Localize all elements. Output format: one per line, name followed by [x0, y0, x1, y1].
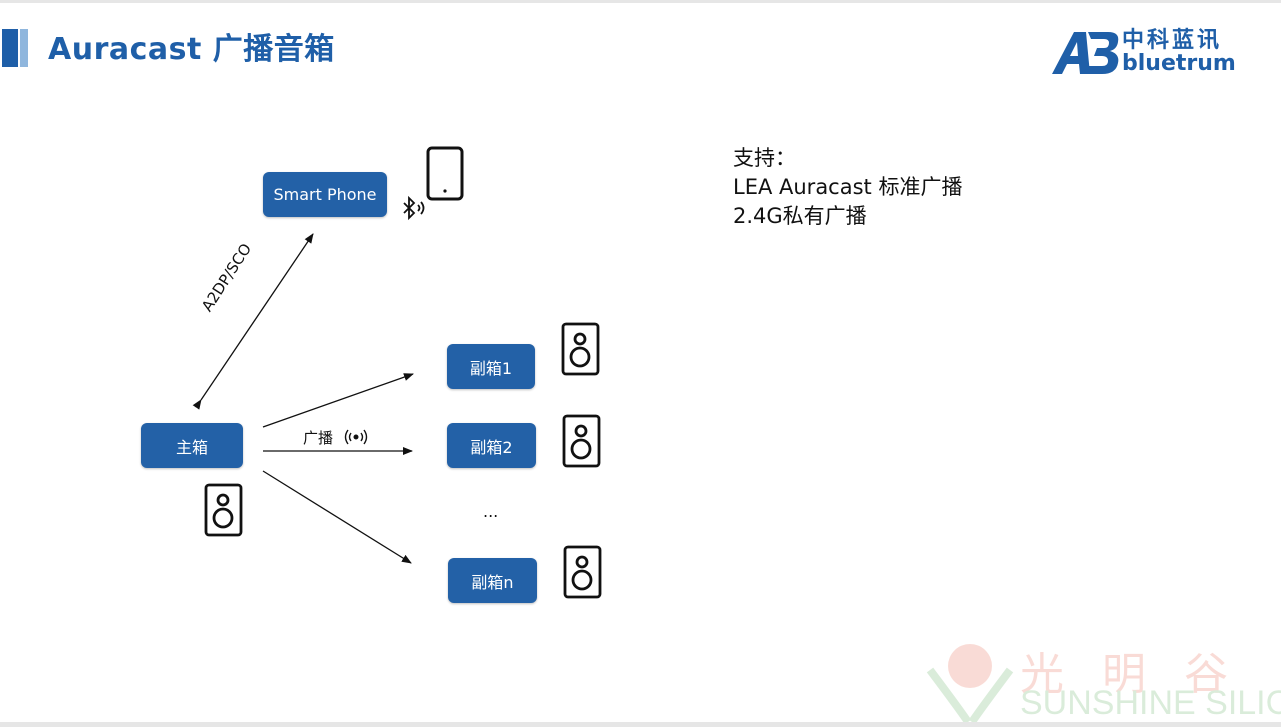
- support-item-1: LEA Auracast 标准广播: [733, 175, 963, 199]
- logo-mark-icon: [1052, 32, 1119, 74]
- support-text-block: 支持： LEA Auracast 标准广播 2.4G私有广播: [733, 144, 962, 231]
- speaker-icon: [204, 483, 243, 537]
- speaker-icon: [562, 414, 601, 468]
- sub-speaker-1-label: 副箱1: [469, 358, 513, 378]
- slide-title: Auracast 广播音箱: [48, 32, 335, 67]
- sub-speaker-2-box: 副箱2: [447, 423, 536, 468]
- broadcast-arrow-n: [262, 470, 412, 564]
- support-item-2: 2.4G私有广播: [733, 204, 867, 228]
- support-heading: 支持：: [733, 146, 796, 170]
- watermark-sun-icon: [926, 644, 1014, 722]
- top-border: [0, 0, 1281, 3]
- watermark-english-text: SUNSHINE SILICON: [1020, 684, 1281, 722]
- smart-phone-box: Smart Phone: [263, 172, 387, 217]
- main-speaker-label: 主箱: [175, 437, 208, 457]
- bluetooth-icon: [403, 195, 425, 221]
- smart-phone-label: Smart Phone: [273, 185, 377, 204]
- phone-icon: [426, 146, 464, 201]
- watermark-chinese-text: 光明谷: [1020, 649, 1266, 700]
- a2dp-link-arrow: [192, 233, 314, 410]
- sub-speaker-2-label: 副箱2: [470, 437, 513, 457]
- broadcast-icon: [344, 429, 368, 445]
- speaker-icon: [561, 322, 600, 376]
- title-accent-light: [20, 29, 28, 67]
- logo-chinese-text: 中科蓝讯: [1122, 28, 1223, 53]
- watermark: 光明谷 SUNSHINE SILICON: [920, 640, 1281, 722]
- main-speaker-box: 主箱: [141, 423, 243, 468]
- bottom-border: [0, 722, 1281, 727]
- broadcast-arrow-1: [262, 373, 414, 428]
- sub-speaker-n-label: 副箱n: [471, 572, 514, 592]
- bluetrum-logo: 中科蓝讯 bluetrum: [1050, 28, 1240, 78]
- broadcast-label: 广播: [303, 429, 334, 447]
- speaker-icon: [563, 545, 602, 599]
- sub-speaker-1-box: 副箱1: [447, 344, 535, 389]
- ellipsis-label: ...: [483, 502, 499, 521]
- title-accent-dark: [2, 29, 18, 67]
- logo-english-text: bluetrum: [1122, 51, 1236, 76]
- sub-speaker-n-box: 副箱n: [448, 558, 537, 603]
